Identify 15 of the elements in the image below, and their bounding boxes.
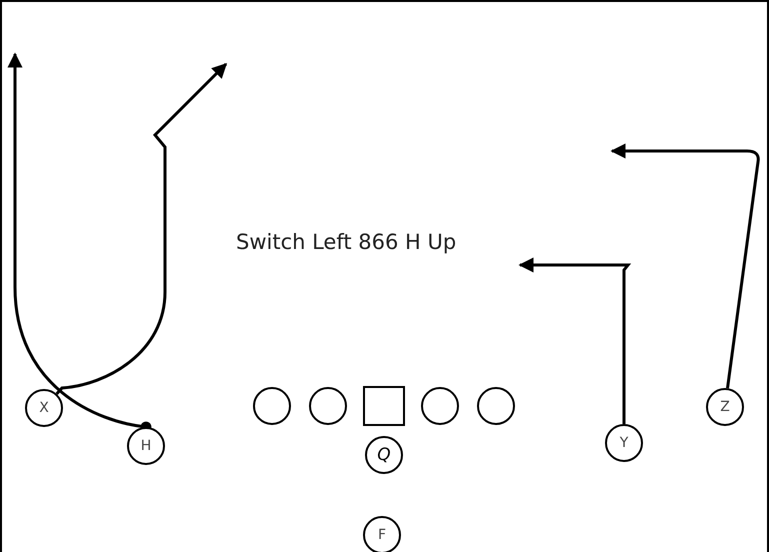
- lineman-circle: [421, 387, 459, 425]
- route-arrow: [56, 62, 228, 395]
- lineman-circle: [253, 387, 291, 425]
- lineman-circle: [477, 387, 515, 425]
- player-circle: X: [25, 389, 63, 427]
- route-arrow: [518, 258, 632, 424]
- player-circle: H: [127, 427, 165, 465]
- player-circle: Y: [605, 424, 643, 462]
- route-arrow: [610, 144, 760, 388]
- play-title: Switch Left 866 H Up: [236, 230, 456, 254]
- center-square: [363, 386, 405, 426]
- player-circle: Z: [706, 388, 744, 426]
- player-circle: F: [363, 516, 401, 552]
- lineman-circle: [309, 387, 347, 425]
- player-circle: Q: [365, 436, 403, 474]
